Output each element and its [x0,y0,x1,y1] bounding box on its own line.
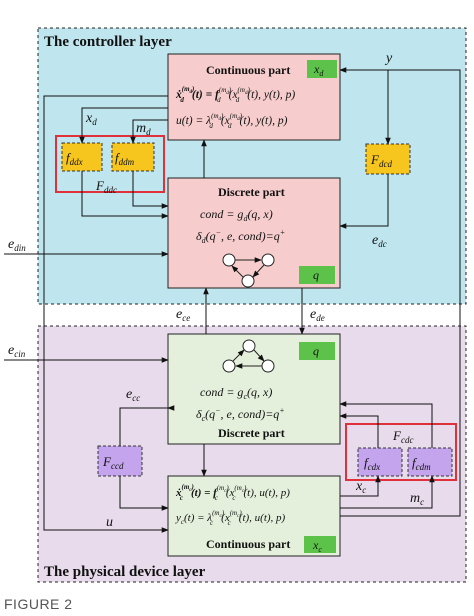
figure-caption: FIGURE 2 [4,596,73,612]
f-cdc-group-frame [345,423,457,481]
controller-continuous-eq2: u(t) = λ(md)d(x(md)d(t), y(t), p) [176,112,288,130]
signal-e-ce: ece [176,307,190,323]
device-continuous-title: Continuous part [206,537,290,551]
device-discrete-tag-label: q [313,344,319,358]
controller-continuous-tag-label: xd [313,62,324,78]
device-continuous-tag [304,536,336,553]
device-discrete-title: Discrete part [218,426,285,440]
device-continuous-eq1: ẋ(mc)c(t) = f(mc)c(x(mc)c(t), u(t), p) [175,483,290,502]
device-discrete-eq1: cond = gc(q, x) [200,385,272,401]
controller-discrete-tag-label: q [313,268,319,282]
device-continuous-eq2: yc(t) = λ(mc)c(x(mc)c(t), u(t), p) [175,509,286,527]
signal-e-de: ede [310,307,325,323]
controller-discrete-eq1: cond = gd(q, x) [200,207,273,223]
f-ddc-group-frame [55,135,165,193]
controller-discrete-tag [299,266,335,284]
controller-discrete-title: Discrete part [218,185,285,199]
controller-continuous-title: Continuous part [206,63,290,77]
f-cdx-box [357,447,403,477]
signal-x-c: xc [355,479,366,495]
signal-y: y [384,51,393,66]
controller-continuous-eq1: ẋ(md)d(t) = f(md)d(x(md)d(t), y(t), p) [175,85,295,104]
device-discrete-eq2: δc(q−, e, cond)=q+ [196,406,285,423]
controller-discrete-eq2: δd(q−, e, cond)=q+ [196,228,285,245]
signal-e-cin: ecin [8,343,26,359]
controller-state-graph [222,253,275,288]
device-discrete-tag [299,342,335,360]
signal-e-din: edin [8,237,26,253]
signal-u: u [106,515,113,530]
connections [4,67,461,533]
controller-continuous-tag [307,60,337,78]
controller-layer-title: The controller layer [44,34,172,50]
device-layer-title: The physical device layer [44,564,206,580]
f-cdm-box [407,447,453,477]
device-continuous-tag-label: xc [312,538,322,554]
device-state-graph [222,339,275,373]
f-ddm-box [111,142,155,172]
